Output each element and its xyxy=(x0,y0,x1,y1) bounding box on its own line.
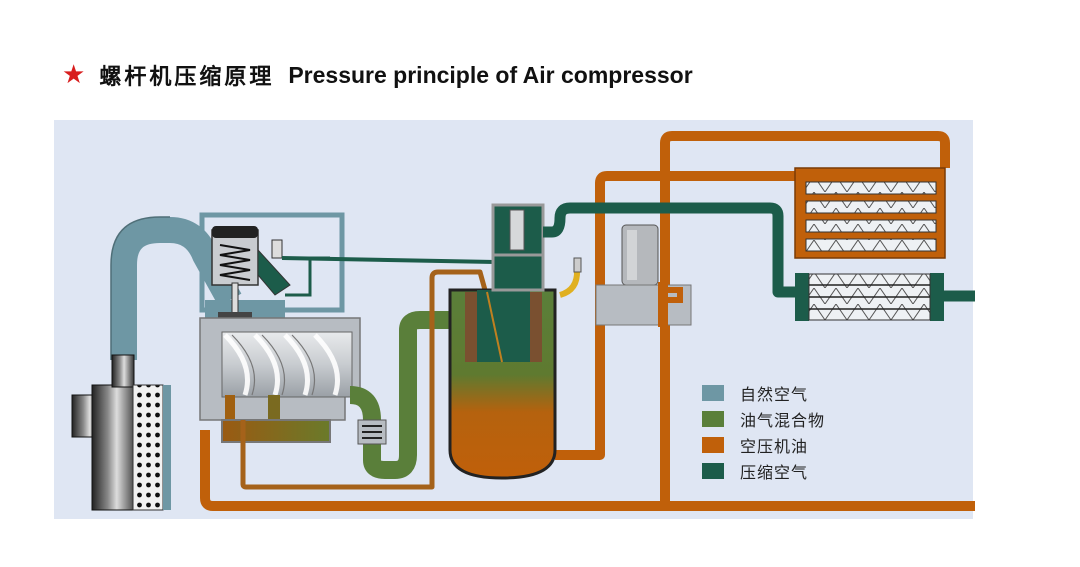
oil-gas-separator-tank xyxy=(448,203,582,480)
oil-filter xyxy=(595,224,692,327)
legend-item: 油气混合物 xyxy=(702,407,825,431)
page-title: ★ 螺杆机压缩原理 Pressure principle of Air comp… xyxy=(62,58,693,92)
oil-injection-block xyxy=(221,395,331,443)
control-line xyxy=(281,256,496,264)
oil-cooler xyxy=(794,167,946,259)
star-icon: ★ xyxy=(62,60,86,90)
legend-item: 压缩空气 xyxy=(702,459,825,483)
legend-swatch-compressed-air xyxy=(702,463,724,479)
legend-swatch-natural-air xyxy=(702,385,724,401)
legend-item: 自然空气 xyxy=(702,381,825,405)
legend-label: 压缩空气 xyxy=(740,463,809,482)
title-chinese: 螺杆机压缩原理 xyxy=(99,65,275,90)
title-english: Pressure principle of Air compressor xyxy=(288,61,693,88)
legend-label: 油气混合物 xyxy=(740,411,826,430)
air-aftercooler xyxy=(795,273,944,321)
legend: 自然空气 油气混合物 空压机油 压缩空气 xyxy=(702,381,825,485)
compressed-air-lines xyxy=(543,202,975,302)
legend-label: 自然空气 xyxy=(740,385,809,404)
oil-return-lines xyxy=(200,131,975,511)
air-filter xyxy=(71,354,171,511)
legend-swatch-compressor-oil xyxy=(702,437,724,453)
oil-air-mixture-path xyxy=(349,311,455,479)
legend-label: 空压机油 xyxy=(740,437,809,456)
legend-item: 空压机油 xyxy=(702,433,825,457)
legend-swatch-oil-air-mixture xyxy=(702,411,724,427)
intake-valve xyxy=(199,212,345,318)
screw-rotors xyxy=(199,317,361,421)
control-line-branch xyxy=(285,256,312,297)
